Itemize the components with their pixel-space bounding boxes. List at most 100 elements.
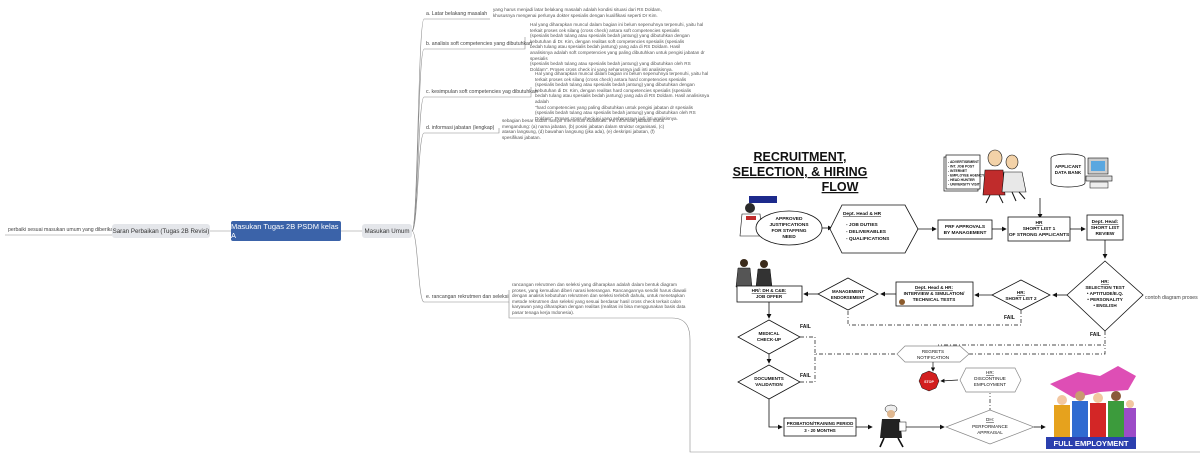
documents-validation-node: DOCUMENTS VALIDATION <box>737 364 801 400</box>
dept-head-review-node: Dept. Head: SHORT LIST REVIEW <box>1086 214 1124 241</box>
svg-text:NOTIFICATION: NOTIFICATION <box>917 355 949 360</box>
management-endorsement-node: MANAGEMENT ENDORSEMENT <box>817 277 879 311</box>
svg-text:CHECK-UP: CHECK-UP <box>757 337 781 342</box>
probation-node: PROBATION/TRAINING PERIOD 3 - 20 MONTHS <box>783 417 857 437</box>
svg-text:- EMPLOYEE AGENCY: - EMPLOYEE AGENCY <box>948 174 985 178</box>
svg-text:- JOB DUTIES: - JOB DUTIES <box>846 222 879 228</box>
svg-text:- ADVERTISEMENT: - ADVERTISEMENT <box>948 160 980 164</box>
svg-text:• PERSONALITY: • PERSONALITY <box>1087 297 1123 302</box>
branch-text-e: rancangan rekrutmen dan seleksi yang dih… <box>512 282 687 315</box>
svg-text:HR: HR <box>1036 220 1043 226</box>
people-cartoon-icon <box>982 149 1027 204</box>
svg-text:SELECTION, & HIRING: SELECTION, & HIRING <box>733 165 868 179</box>
masukan-umum-node[interactable]: Masukan Umum <box>362 224 412 238</box>
svg-text:APPRAISAL: APPRAISAL <box>977 430 1003 435</box>
fail-connectors <box>800 310 1106 412</box>
svg-text:- UNIVERSITY VISIT: - UNIVERSITY VISIT <box>948 183 981 187</box>
svg-text:Dept. Head & HR: Dept. Head & HR <box>843 211 882 217</box>
svg-text:REVIEW: REVIEW <box>1096 231 1115 237</box>
svg-text:RECRUITMENT,: RECRUITMENT, <box>753 150 846 164</box>
branch-label-e[interactable]: e. rancangan rekrutmen dan seleksi <box>426 294 509 300</box>
branch-text-b: Hal yang diharapkan muncul dalam bagian … <box>530 22 705 72</box>
branch-label-a[interactable]: a. Latar belakang masalah <box>426 11 488 17</box>
left-leaf-text: perbaiki sesuai masukan umum yang diberi… <box>8 227 117 233</box>
svg-text:MEDICAL: MEDICAL <box>759 331 780 336</box>
svg-text:MANAGEMENT: MANAGEMENT <box>832 289 864 294</box>
svg-text:Dept. Head:: Dept. Head: <box>1092 219 1119 225</box>
svg-text:DISCONTINUE: DISCONTINUE <box>974 376 1006 381</box>
saran-perbaikan-node[interactable]: Saran Perbaikan (Tugas 2B Revisi) <box>112 224 210 238</box>
selection-test-node: HR: SELECTION TEST • APTITUDE/E.Q. • PER… <box>1066 260 1144 332</box>
branch-text-c: Hal yang diharapkan muncul dalam bagian … <box>535 71 710 121</box>
svg-text:VALIDATION: VALIDATION <box>755 382 783 387</box>
svg-text:FLOW: FLOW <box>822 180 859 194</box>
discontinue-node: HR: DISCONTINUE EMPLOYMENT <box>959 367 1022 393</box>
prf-approval-node: PRF APPROVALS BY MANAGEMENT <box>937 219 993 240</box>
svg-text:JUSTIFICATIONS: JUSTIFICATIONS <box>769 222 809 228</box>
svg-text:INTERVIEW & SIMULATION/: INTERVIEW & SIMULATION/ <box>904 291 966 296</box>
branch-text-d: sebagian besar sudah hampir memenuhi kua… <box>502 118 665 140</box>
svg-text:HR:: HR: <box>986 370 994 375</box>
job-duties-node: Dept. Head & HR - JOB DUTIES - DELIVERAB… <box>829 204 919 254</box>
svg-text:FOR STAFFING: FOR STAFFING <box>771 228 806 234</box>
central-topic[interactable]: Masukan Tugas 2B PSDM kelas A <box>231 221 341 241</box>
svg-text:REGRETS: REGRETS <box>922 349 944 354</box>
svg-text:- QUALIFICATIONS: - QUALIFICATIONS <box>846 236 890 242</box>
svg-text:SHORT LIST 2: SHORT LIST 2 <box>1005 296 1037 301</box>
svg-text:APPROVED: APPROVED <box>776 216 803 222</box>
svg-text:FULL EMPLOYMENT: FULL EMPLOYMENT <box>1054 439 1129 448</box>
ads-box: - ADVERTISEMENT - INT. JOB POST - INTERN… <box>943 154 985 192</box>
svg-text:- DELIVERABLES: - DELIVERABLES <box>846 229 887 235</box>
example-caption: contoh diagram proses <box>1145 295 1198 301</box>
svg-text:SELECTION TEST: SELECTION TEST <box>1085 285 1124 290</box>
applicant-databank-icon: APPLICANT DATA BANK <box>1050 153 1113 189</box>
branch-text-a: yang harus menjadi latar belakang masala… <box>493 7 662 18</box>
short-list-2-node: HR: SHORT LIST 2 <box>991 279 1051 311</box>
medical-checkup-node: MEDICAL CHECK-UP <box>737 319 801 355</box>
svg-text:FAIL: FAIL <box>1004 315 1015 321</box>
svg-text:3 - 20 MONTHS: 3 - 20 MONTHS <box>804 428 836 433</box>
interview-node: Dept. Head & HR: INTERVIEW & SIMULATION/… <box>895 281 974 307</box>
svg-text:PROBATION/TRAINING PERIOD: PROBATION/TRAINING PERIOD <box>787 421 854 426</box>
job-offer-node: HR/: DH & C&B: JOB OFFER <box>736 285 803 303</box>
svg-text:JOB OFFER: JOB OFFER <box>756 294 783 299</box>
flow-title: RECRUITMENT, SELECTION, & HIRING FLOW <box>733 150 868 194</box>
branch-label-d[interactable]: d. informasi jabatan (lengkap) <box>426 125 495 131</box>
svg-text:• ENGLISH: • ENGLISH <box>1093 303 1117 308</box>
svg-text:SHORT LIST: SHORT LIST <box>1091 225 1120 231</box>
svg-text:STOP: STOP <box>924 380 934 384</box>
svg-text:BY MANAGEMENT: BY MANAGEMENT <box>944 230 987 236</box>
svg-text:HR:: HR: <box>1101 279 1110 284</box>
svg-text:• APTITUDE/E.Q.: • APTITUDE/E.Q. <box>1087 291 1123 296</box>
svg-text:EMPLOYMENT: EMPLOYMENT <box>974 382 1006 387</box>
short-list-1-node: HR SHORT LIST 1 OF STRONG APPLICANTS <box>1007 216 1071 242</box>
svg-text:FAIL: FAIL <box>1090 332 1101 338</box>
branch-label-b[interactable]: b. analisis soft competencies yang dibut… <box>426 41 532 47</box>
svg-text:OF STRONG APPLICANTS: OF STRONG APPLICANTS <box>1009 232 1070 238</box>
svg-text:SHORT LIST 1: SHORT LIST 1 <box>1023 226 1056 232</box>
svg-text:Dept. Head & HR:: Dept. Head & HR: <box>915 285 953 290</box>
svg-text:- HEAD HUNTER: - HEAD HUNTER <box>948 178 975 182</box>
svg-text:FAIL: FAIL <box>800 324 811 330</box>
svg-text:HR/: DH & C&B:: HR/: DH & C&B: <box>752 288 787 293</box>
svg-text:HR:: HR: <box>1017 290 1026 295</box>
approved-node: APPROVED JUSTIFICATIONS FOR STAFFING NEE… <box>755 210 823 246</box>
svg-text:ENDORSEMENT: ENDORSEMENT <box>831 295 865 300</box>
worker-person-icon <box>879 404 907 448</box>
full-employment-group: FULL EMPLOYMENT <box>1046 366 1136 449</box>
svg-text:- INT. JOB POST: - INT. JOB POST <box>948 165 975 169</box>
svg-text:PRF APPROVALS: PRF APPROVALS <box>945 224 986 230</box>
regrets-node: REGRETS NOTIFICATION <box>896 345 970 363</box>
svg-text:APPLICANT: APPLICANT <box>1055 164 1081 169</box>
stop-sign-icon: STOP <box>918 370 940 392</box>
svg-text:- INTERNET: - INTERNET <box>948 169 968 173</box>
performance-appraisal-node: DH: PERFORMANCE APPRAISAL <box>945 409 1035 445</box>
svg-text:DH:: DH: <box>986 417 994 422</box>
branch-label-c[interactable]: c. kesimpulan soft competencies yag dibu… <box>426 89 538 95</box>
svg-text:TECHNICAL TESTS: TECHNICAL TESTS <box>913 297 956 302</box>
svg-text:FAIL: FAIL <box>800 373 811 379</box>
svg-text:DOCUMENTS: DOCUMENTS <box>754 376 784 381</box>
handshake-icon <box>735 259 773 288</box>
